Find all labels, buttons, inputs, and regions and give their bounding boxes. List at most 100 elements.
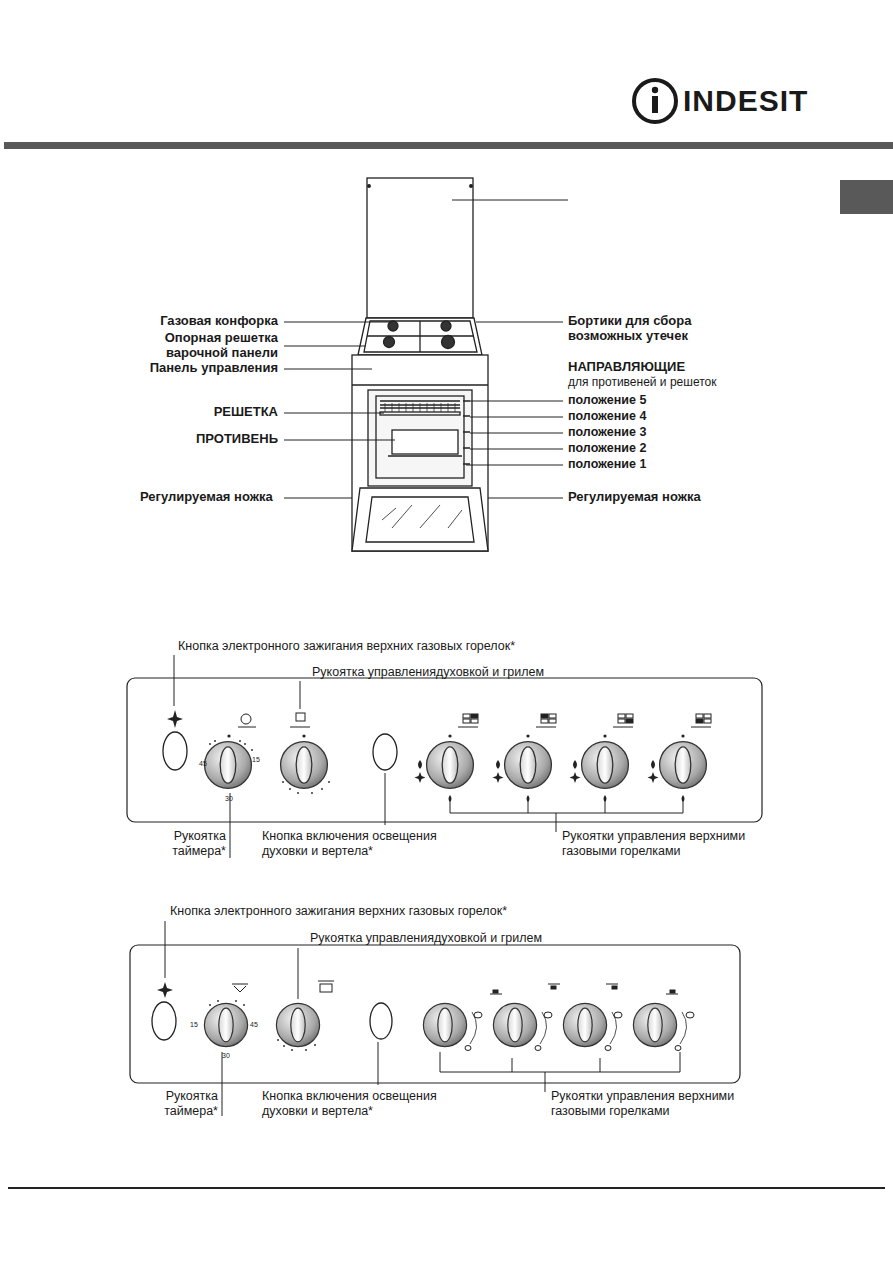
leader-line bbox=[470, 401, 563, 402]
leader-line bbox=[378, 1042, 379, 1085]
brand-logo bbox=[634, 80, 676, 122]
leader-line bbox=[284, 498, 352, 499]
control-panel bbox=[633, 1003, 676, 1046]
control-panel bbox=[418, 760, 655, 769]
control-panel bbox=[449, 795, 685, 802]
control-panel bbox=[167, 710, 183, 728]
control-label: Рукоятка управлениядуховкой и грилем bbox=[310, 931, 542, 946]
stove-drawing bbox=[352, 488, 488, 551]
control-panel bbox=[670, 990, 675, 993]
leader-line bbox=[470, 433, 563, 434]
stove-drawing bbox=[376, 396, 464, 478]
control-panel bbox=[305, 1049, 307, 1051]
stove-drawing bbox=[367, 335, 474, 336]
control-panel bbox=[157, 982, 173, 998]
position-label: положение 4 bbox=[568, 409, 646, 423]
control-panel bbox=[582, 742, 629, 789]
control-panel bbox=[549, 714, 556, 718]
control-panel bbox=[296, 713, 305, 721]
part-label: Опорная решетка варочной панели bbox=[153, 331, 278, 361]
control-panel bbox=[290, 727, 310, 728]
control-panel bbox=[675, 1046, 681, 1051]
brand-logo bbox=[634, 80, 676, 122]
leader-line bbox=[470, 417, 563, 418]
control-panel bbox=[163, 732, 187, 770]
leader-line bbox=[298, 948, 299, 999]
control-panel bbox=[227, 734, 230, 737]
stove-drawing bbox=[366, 497, 474, 542]
control-panel bbox=[232, 984, 248, 992]
part-label: Регулируемая ножка bbox=[568, 490, 701, 505]
control-panel bbox=[214, 740, 216, 742]
part-label: Газовая конфорка bbox=[160, 314, 278, 329]
control-panel bbox=[370, 1003, 392, 1039]
control-panel bbox=[152, 1002, 176, 1040]
control-panel bbox=[541, 714, 548, 718]
control-panel bbox=[321, 788, 323, 790]
control-panel bbox=[373, 734, 397, 770]
stove-drawing bbox=[470, 185, 473, 188]
control-panel bbox=[563, 1003, 606, 1046]
leader-line bbox=[488, 498, 563, 499]
position-label: положение 2 bbox=[568, 441, 646, 455]
control-panel bbox=[618, 714, 625, 718]
control-label: Рукоятка таймера* bbox=[156, 829, 226, 859]
stove-drawing bbox=[380, 400, 460, 401]
stove-drawing bbox=[382, 508, 396, 520]
stove-drawing bbox=[368, 390, 472, 486]
control-panel bbox=[318, 981, 334, 982]
dial-number: 15 bbox=[184, 1021, 204, 1028]
control-panel bbox=[526, 734, 529, 737]
control-panel bbox=[614, 1012, 622, 1018]
stove-drawing bbox=[364, 321, 477, 352]
control-panel bbox=[626, 719, 633, 723]
leader-line bbox=[230, 793, 231, 858]
control-panel bbox=[626, 714, 633, 718]
control-panel bbox=[470, 1012, 687, 1044]
control-label: Рукоятка управлениядуховкой и грилем bbox=[312, 665, 544, 680]
leader-line bbox=[385, 773, 386, 825]
control-panel bbox=[603, 734, 606, 737]
leader-line bbox=[165, 921, 166, 978]
dial-number: 30 bbox=[216, 1052, 236, 1059]
control-panel bbox=[291, 1049, 293, 1051]
control-panel bbox=[465, 984, 694, 1051]
control-panel bbox=[283, 1045, 285, 1047]
control-panel bbox=[463, 719, 470, 723]
control-panel bbox=[209, 1000, 316, 1051]
control-panel bbox=[209, 734, 685, 802]
control-label: Рукоятки управления верхними газовыми го… bbox=[551, 1089, 761, 1119]
part-label: ПРОТИВЕНЬ bbox=[196, 432, 278, 447]
control-panel bbox=[277, 1039, 279, 1041]
stove-drawing bbox=[385, 403, 455, 412]
part-label: Бортики для сбора возможных утечек bbox=[568, 314, 708, 344]
position-label: положение 3 bbox=[568, 425, 646, 439]
part-label: Регулируемая ножка bbox=[140, 490, 273, 505]
control-panel bbox=[458, 714, 711, 727]
control-panel bbox=[681, 734, 684, 737]
dial-number: 45 bbox=[244, 1021, 264, 1028]
page-tab bbox=[840, 180, 893, 214]
position-label: положение 5 bbox=[568, 393, 646, 407]
control-panel bbox=[544, 1012, 552, 1018]
control-panel bbox=[493, 990, 498, 993]
control-panel bbox=[660, 742, 707, 789]
control-panel bbox=[549, 719, 556, 723]
control-panel bbox=[311, 792, 313, 794]
control-panel bbox=[618, 719, 625, 723]
leader-line bbox=[452, 200, 568, 201]
control-panel bbox=[276, 1003, 319, 1046]
leader-line bbox=[440, 1052, 680, 1092]
control-panel bbox=[302, 734, 305, 737]
leader-line bbox=[476, 322, 563, 323]
control-panel bbox=[251, 749, 253, 751]
control-panel bbox=[423, 1003, 466, 1046]
control-panel bbox=[458, 727, 711, 728]
control-panel bbox=[289, 788, 291, 790]
leader-line bbox=[284, 369, 372, 370]
control-panel bbox=[205, 742, 252, 789]
stove-drawing bbox=[392, 430, 458, 454]
leader-line bbox=[174, 655, 683, 858]
control-panel bbox=[209, 743, 211, 745]
